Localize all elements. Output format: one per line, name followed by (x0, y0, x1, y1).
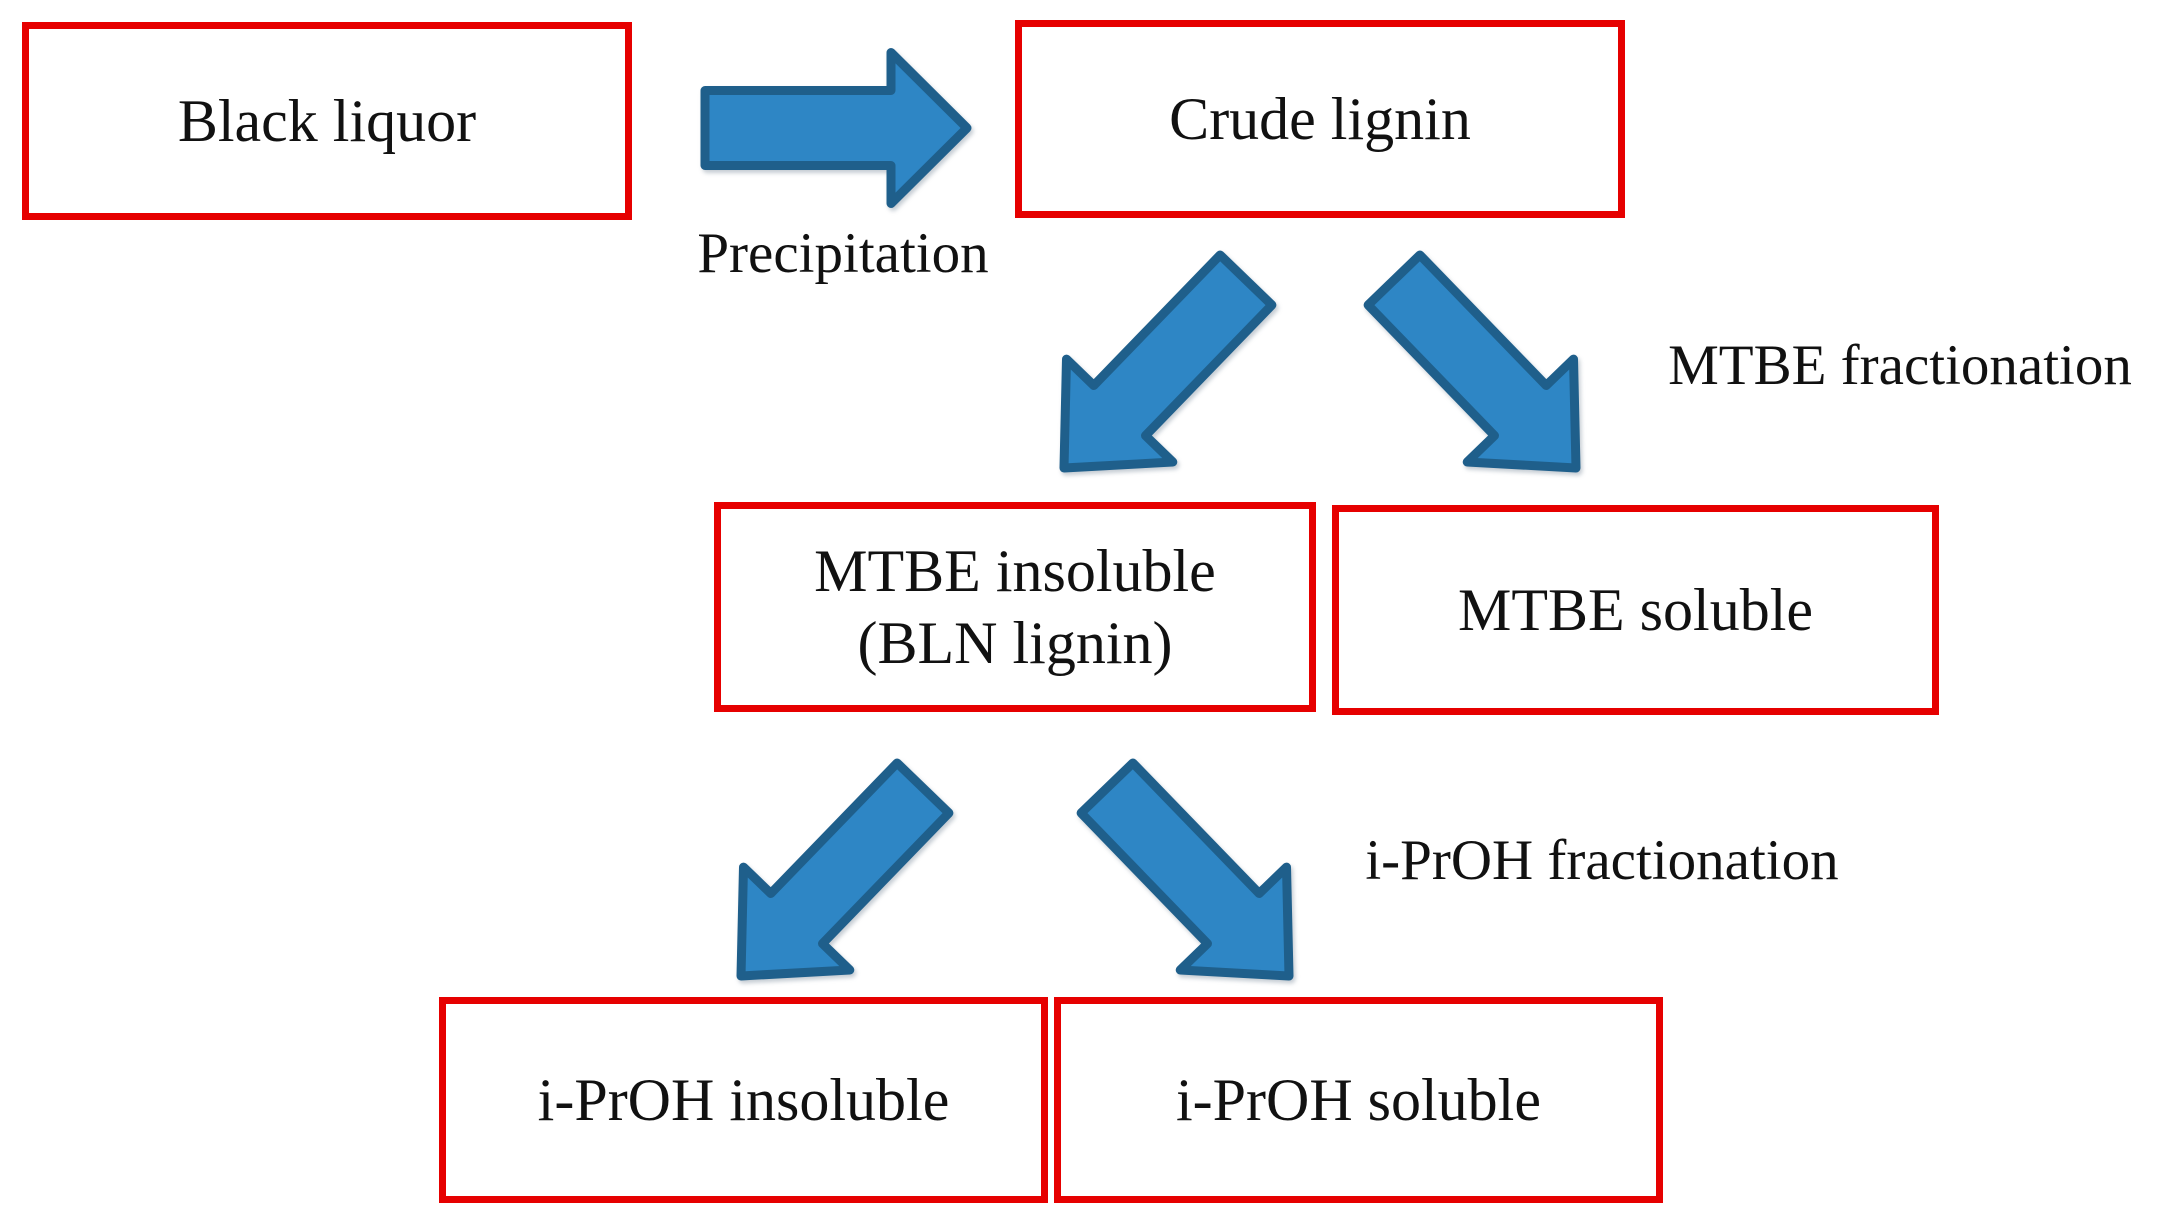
node-iproh-soluble: i-PrOH soluble (1054, 997, 1663, 1203)
node-crude-lignin: Crude lignin (1015, 20, 1625, 218)
node-black-liquor-label: Black liquor (177, 88, 477, 154)
node-iproh-insoluble: i-PrOH insoluble (439, 997, 1048, 1203)
edge-label-iproh-fractionation: i-PrOH fractionation (1365, 829, 1839, 892)
arrow-down-left-iproh (736, 758, 954, 981)
arrow-down-right-iproh (1076, 758, 1294, 981)
edge-label-mtbe-fractionation: MTBE fractionation (1668, 334, 2132, 397)
node-mtbe-soluble: MTBE soluble (1332, 505, 1939, 715)
node-iproh-insoluble-label: i-PrOH insoluble (537, 1067, 950, 1133)
node-mtbe-insoluble: MTBE insoluble (BLN lignin) (714, 502, 1316, 712)
node-crude-lignin-label: Crude lignin (1169, 86, 1471, 152)
arrow-down-right-mtbe (1363, 250, 1581, 473)
node-mtbe-insoluble-label: MTBE insoluble (814, 538, 1216, 604)
edge-label-precipitation: Precipitation (697, 222, 989, 285)
node-black-liquor: Black liquor (22, 22, 632, 220)
node-mtbe-insoluble-sublabel: (BLN lignin) (857, 610, 1173, 676)
arrow-down-left-mtbe (1059, 250, 1277, 473)
arrow-right-precipitation (700, 48, 972, 208)
node-iproh-soluble-label: i-PrOH soluble (1176, 1067, 1541, 1133)
node-mtbe-soluble-label: MTBE soluble (1458, 577, 1813, 643)
